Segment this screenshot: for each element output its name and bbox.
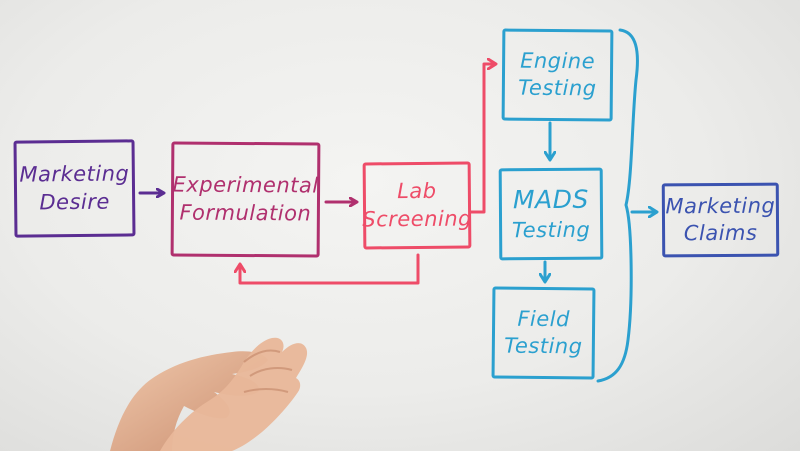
curly-brace (596, 28, 639, 383)
arrow-lab-to-engine (469, 64, 495, 214)
left-hand (110, 351, 268, 451)
finger-shadow (243, 349, 293, 393)
right-hand (160, 337, 308, 451)
arrow-lab-back-to-formulation (240, 253, 420, 285)
